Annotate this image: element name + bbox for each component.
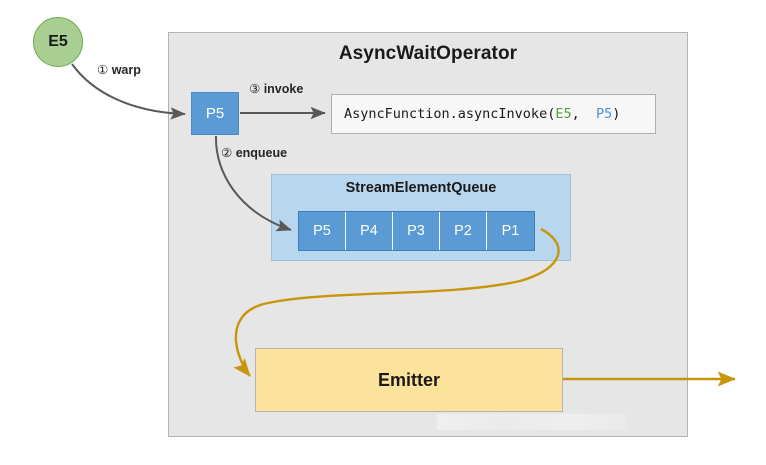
- queue-cell: P1: [487, 212, 534, 250]
- code-prefix: AsyncFunction.asyncInvoke(: [344, 106, 556, 122]
- step-label-warp: ① warp: [97, 62, 141, 77]
- queue-cell: P5: [299, 212, 346, 250]
- emitter-box: Emitter: [255, 348, 563, 412]
- step-text-enqueue: enqueue: [235, 146, 288, 160]
- code-separator: ,: [571, 106, 596, 122]
- step-marker-3: ③: [249, 81, 261, 96]
- step-label-invoke: ③ invoke: [249, 81, 303, 96]
- step-marker-1: ①: [97, 62, 109, 77]
- source-element-node: E5: [33, 17, 83, 67]
- step-text-warp: warp: [111, 63, 141, 77]
- watermark-artifact: [437, 414, 627, 430]
- queue-cell: P4: [346, 212, 393, 250]
- code-suffix: ): [612, 106, 621, 122]
- queue-cell: P3: [393, 212, 440, 250]
- queue-cell: P2: [440, 212, 487, 250]
- stream-element-queue-title: StreamElementQueue: [345, 180, 497, 196]
- code-arg-p5: P5: [595, 106, 613, 122]
- step-marker-2: ②: [221, 145, 233, 160]
- operator-title: AsyncWaitOperator: [338, 43, 518, 64]
- async-invoke-code-box: AsyncFunction.asyncInvoke(E5, P5): [331, 94, 656, 134]
- stream-element-queue-cells: P5 P4 P3 P2 P1: [298, 211, 535, 251]
- code-arg-e5: E5: [555, 106, 572, 122]
- step-label-enqueue: ② enqueue: [221, 145, 287, 160]
- stream-record-node: P5: [191, 92, 239, 135]
- step-text-invoke: invoke: [263, 82, 304, 96]
